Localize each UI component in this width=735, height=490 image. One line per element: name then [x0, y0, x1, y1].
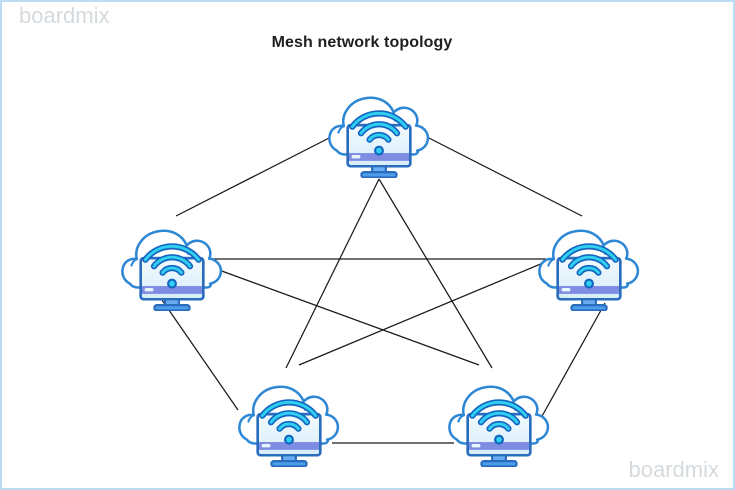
node-bottom-right[interactable]: [449, 387, 548, 467]
connection-node-top-node-bottom-right: [378, 178, 493, 369]
watermark-bottom-right: boardmix: [628, 457, 719, 482]
connection-node-left-node-bottom-right: [207, 265, 480, 366]
node-left[interactable]: [122, 231, 221, 311]
connection-node-right-node-bottom-right: [540, 302, 606, 419]
connection-node-right-node-bottom-left: [298, 262, 544, 366]
node-top[interactable]: [329, 98, 428, 178]
connection-node-left-node-bottom-left: [161, 299, 239, 411]
connection-node-top-node-bottom-left: [285, 178, 380, 369]
diagram-title: Mesh network topology: [271, 34, 453, 51]
connection-node-top-node-right: [422, 134, 583, 217]
watermark-top-left: boardmix: [19, 3, 110, 28]
node-bottom-left[interactable]: [239, 387, 338, 467]
node-right[interactable]: [539, 231, 638, 311]
connection-lines: [161, 134, 606, 444]
network-nodes: [122, 98, 638, 467]
connection-node-top-node-left: [175, 134, 336, 217]
